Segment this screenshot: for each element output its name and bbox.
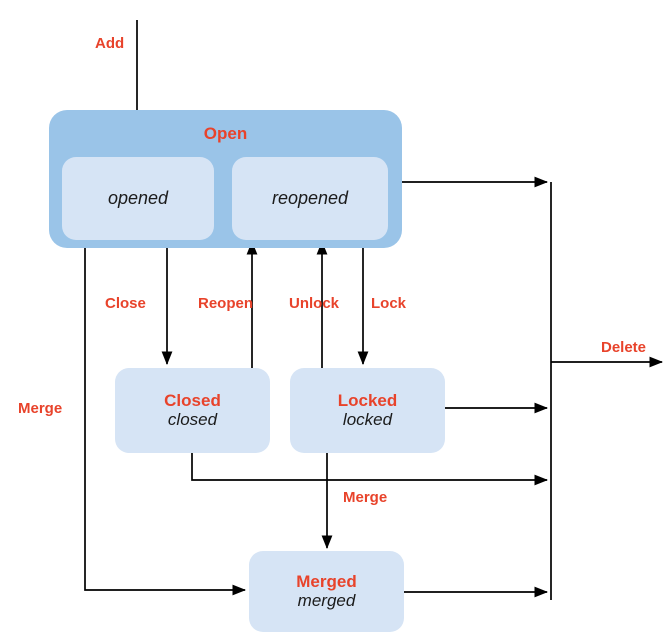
state-merged-value: merged bbox=[297, 591, 356, 611]
edge-label-merge-mid: Merge bbox=[343, 489, 388, 506]
edge-merge-left bbox=[84, 248, 247, 596]
edge-label-close: Close bbox=[105, 295, 146, 312]
state-locked-label: Locked bbox=[337, 390, 398, 410]
state-opened-value: opened bbox=[107, 188, 169, 208]
edge-label-merge-left: Merge bbox=[18, 400, 63, 417]
state-opened[interactable]: opened bbox=[62, 157, 214, 240]
edge-merge-mid bbox=[191, 453, 549, 486]
state-merged-label: Merged bbox=[296, 571, 357, 591]
edge-label-unlock: Unlock bbox=[289, 295, 340, 312]
edge-label-add: Add bbox=[95, 35, 125, 52]
edge-label-delete: Delete bbox=[601, 339, 647, 356]
state-closed-label: Closed bbox=[164, 390, 221, 410]
state-locked-value: locked bbox=[342, 410, 393, 430]
state-reopened[interactable]: reopened bbox=[232, 157, 388, 240]
state-closed-value: closed bbox=[167, 410, 218, 430]
group-open-label: Open bbox=[203, 124, 248, 143]
edge-label-lock: Lock bbox=[371, 295, 407, 312]
state-reopened-value: reopened bbox=[271, 188, 349, 208]
edge-label-reopen: Reopen bbox=[198, 295, 254, 312]
state-merged[interactable]: Merged merged bbox=[249, 551, 404, 632]
state-closed[interactable]: Closed closed bbox=[115, 368, 270, 453]
state-locked[interactable]: Locked locked bbox=[290, 368, 445, 453]
